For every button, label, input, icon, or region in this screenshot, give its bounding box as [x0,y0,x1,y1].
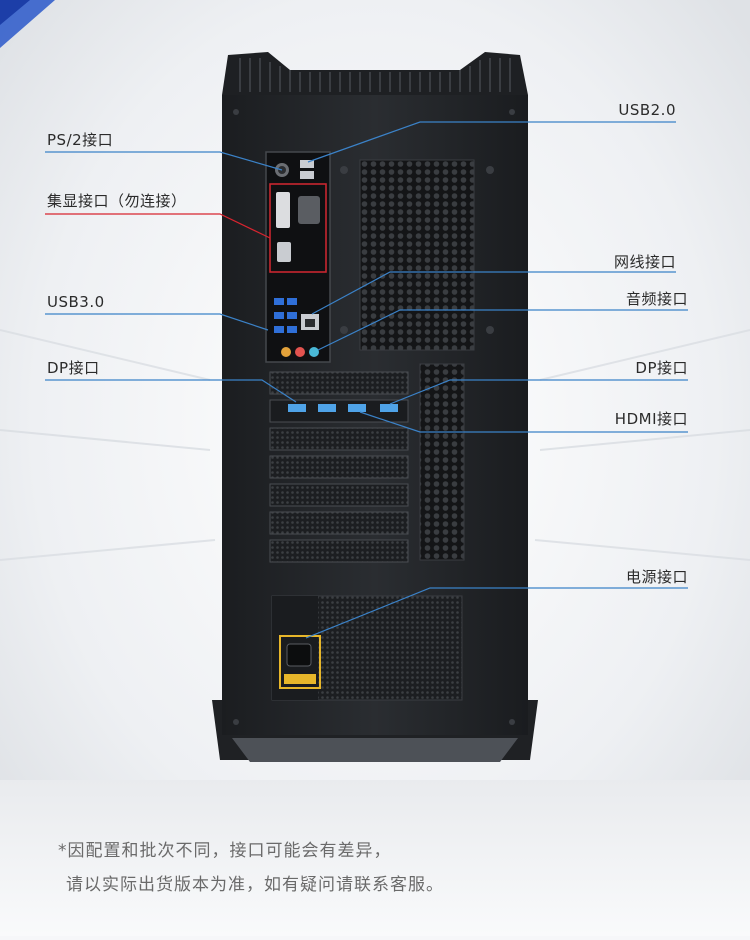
label-hdmi: HDMI接口 [614,410,688,428]
label-audio: 音频接口 [625,290,688,308]
expansion-slots [269,371,409,563]
label-usb20: USB2.0 [618,101,676,119]
label-power: 电源接口 [625,568,688,586]
disclaimer-line-2: 请以实际出货版本为准，如有疑问请联系客服。 [66,875,444,895]
label-integrated-display: 集显接口（勿连接） [47,192,187,210]
label-dp-right: DP接口 [635,359,688,377]
label-ps2: PS/2接口 [47,131,114,149]
integrated-display-highlight [269,183,327,273]
callout-lines [45,121,688,639]
label-network: 网线接口 [613,253,676,271]
disclaimer-line-1: *因配置和批次不同，接口可能会有差异， [58,841,392,861]
label-usb30: USB3.0 [47,293,105,311]
label-dp-left: DP接口 [47,359,100,377]
